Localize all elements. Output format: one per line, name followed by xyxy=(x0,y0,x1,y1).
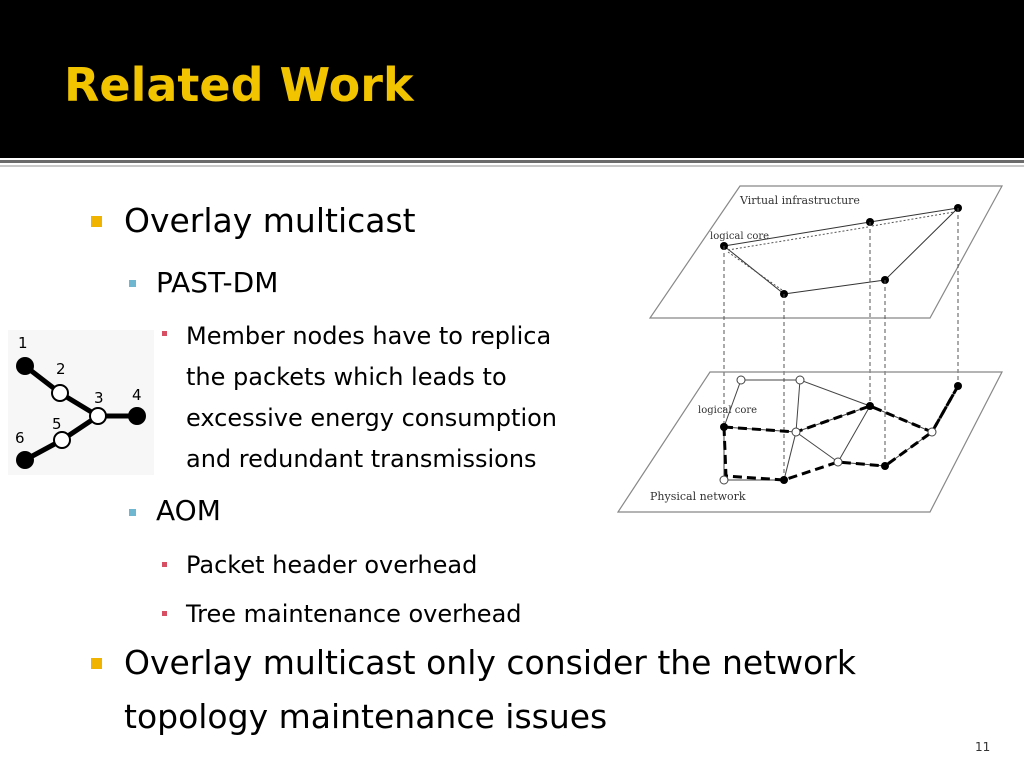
aom-item-tree-overhead: Tree maintenance overhead xyxy=(186,600,522,628)
tree-node-1 xyxy=(16,357,34,375)
network-layers-figure: Virtual infrastructure logical core logi… xyxy=(610,180,1024,520)
bottom-node xyxy=(780,476,788,484)
tree-node-5 xyxy=(53,431,71,449)
bottom-node-open xyxy=(719,475,729,485)
virtual-infrastructure-label: Virtual infrastructure xyxy=(739,194,860,207)
bottom-node xyxy=(866,402,874,410)
bottom-node xyxy=(954,382,962,390)
bullet-topology-line-1: Overlay multicast only consider the netw… xyxy=(124,643,856,682)
physical-network-label: Physical network xyxy=(650,490,746,503)
sub-bullet-icon xyxy=(129,280,136,287)
tree-node-6 xyxy=(16,451,34,469)
tree-node-4 xyxy=(128,407,146,425)
sub-sub-bullet-icon xyxy=(162,331,167,336)
bottom-node-open xyxy=(736,375,746,385)
title-divider xyxy=(0,160,1024,163)
sub-sub-bullet-icon xyxy=(162,611,167,616)
sub-bullet-icon xyxy=(129,509,136,516)
page-number: 11 xyxy=(975,740,991,754)
tree-label-6: 6 xyxy=(15,429,25,447)
past-dm-description: Member nodes have to replica the packets… xyxy=(0,320,608,480)
bullet-square-icon xyxy=(91,658,102,669)
bottom-logical-core-label: logical core xyxy=(698,405,757,416)
past-dm-line-1: Member nodes have to replica xyxy=(186,322,552,350)
tree-node-3 xyxy=(89,407,107,425)
slide-title: Related Work xyxy=(64,58,414,112)
tree-label-4: 4 xyxy=(132,386,142,404)
tree-label-1: 1 xyxy=(18,334,28,352)
bottom-node-open xyxy=(795,375,805,385)
bottom-node-open xyxy=(791,427,801,437)
tree-label-2: 2 xyxy=(56,360,66,378)
tree-label-3: 3 xyxy=(94,389,104,407)
past-dm-line-2: the packets which leads to xyxy=(186,363,507,391)
title-bar: Related Work xyxy=(0,0,1024,158)
sub-bullet-past-dm: PAST-DM xyxy=(156,266,279,299)
past-dm-line-3: excessive energy consumption xyxy=(186,404,558,432)
bottom-node-core xyxy=(720,423,728,431)
past-dm-line-4: and redundant transmissions xyxy=(186,445,537,473)
physical-network-plane xyxy=(616,371,1003,513)
tree-node-2 xyxy=(51,384,69,402)
bullet-square-icon xyxy=(91,216,102,227)
virtual-infrastructure-plane xyxy=(648,185,1004,319)
bullet-topology-line-2: topology maintenance issues xyxy=(124,697,608,736)
bottom-node xyxy=(881,462,889,470)
bullet-overlay-multicast: Overlay multicast xyxy=(124,201,416,240)
bottom-node-open xyxy=(833,457,843,467)
aom-item-header-overhead: Packet header overhead xyxy=(186,551,478,579)
top-logical-core-label: logical core xyxy=(710,231,769,242)
sub-sub-bullet-icon xyxy=(162,562,167,567)
tree-label-5: 5 xyxy=(52,415,62,433)
multicast-tree-figure: 1 2 3 4 5 6 xyxy=(8,330,154,475)
sub-bullet-aom: AOM xyxy=(156,494,221,527)
title-divider-light xyxy=(0,165,1024,167)
bottom-node-open xyxy=(927,427,937,437)
